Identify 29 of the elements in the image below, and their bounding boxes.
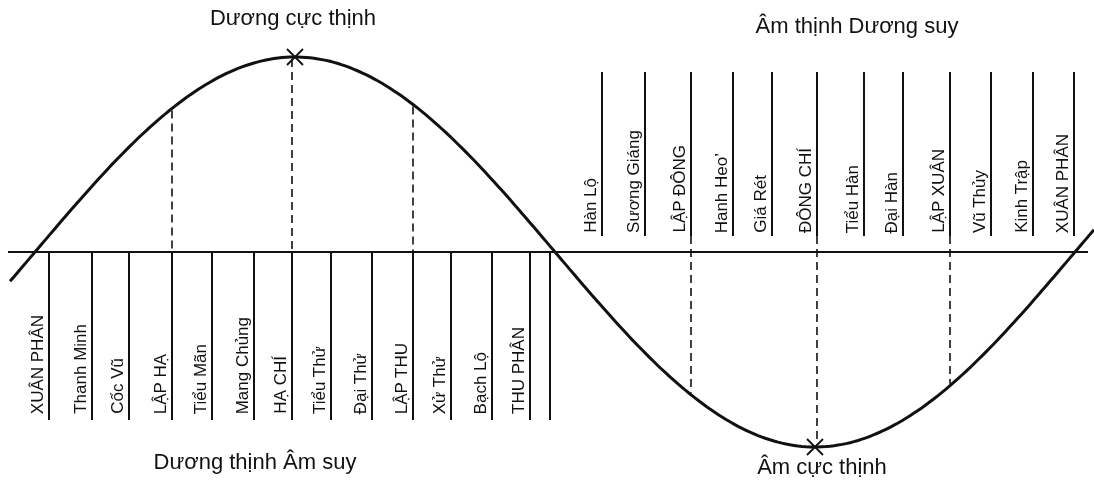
heading-text: Âm cực thịnh (757, 455, 887, 480)
solar-term-label: XUÂN PHÂN (1054, 134, 1071, 234)
solar-term-label: Mang Chủng (234, 317, 251, 415)
solar-term-label: Giá Rét (752, 175, 769, 233)
solar-term-label: Kinh Trập (1013, 160, 1030, 233)
solar-term-label: THU PHÂN (510, 327, 527, 414)
heading-text: Dương cực thịnh (209, 6, 377, 31)
solar-term-label: Vũ Thủy (971, 170, 988, 233)
solar-term-label: Xử Thử (431, 356, 448, 415)
solar-term-label: Bạch Lộ (472, 352, 489, 415)
solar-term-label: LẬP HẠ (152, 354, 169, 415)
solar-term-label: LẬP XUÂN (930, 149, 947, 233)
solar-term-label: Đại Hàn (883, 172, 900, 234)
solar-term-label: LẬP THU (393, 343, 410, 415)
solar-term-label: Sương Giáng (625, 130, 642, 233)
solar-term-label: LẬP ĐÔNG (671, 145, 688, 233)
solar-term-label: Tiểu Thử (311, 346, 328, 415)
solar-term-label: ĐÔNG CHÍ (797, 148, 814, 233)
solar-term-label: Hàn Lộ (582, 178, 599, 233)
solar-term-label: Đại Thử (352, 353, 369, 415)
heading-text: Dương thịnh Âm suy (153, 450, 357, 475)
solar-term-label: HẠ CHÍ (272, 356, 289, 414)
heading-text: Âm thịnh Dương suy (755, 14, 959, 39)
solar-term-label: Hanh Heo’ (713, 153, 730, 234)
solar-term-label: Thanh Minh (72, 324, 89, 414)
solar-term-label: Tiểu Mãn (192, 344, 209, 415)
solar-term-label: Cốc Vũ (109, 358, 126, 414)
solar-term-label: Tiểu Hàn (844, 165, 861, 234)
solar-term-label: XUÂN PHÂN (29, 315, 46, 415)
